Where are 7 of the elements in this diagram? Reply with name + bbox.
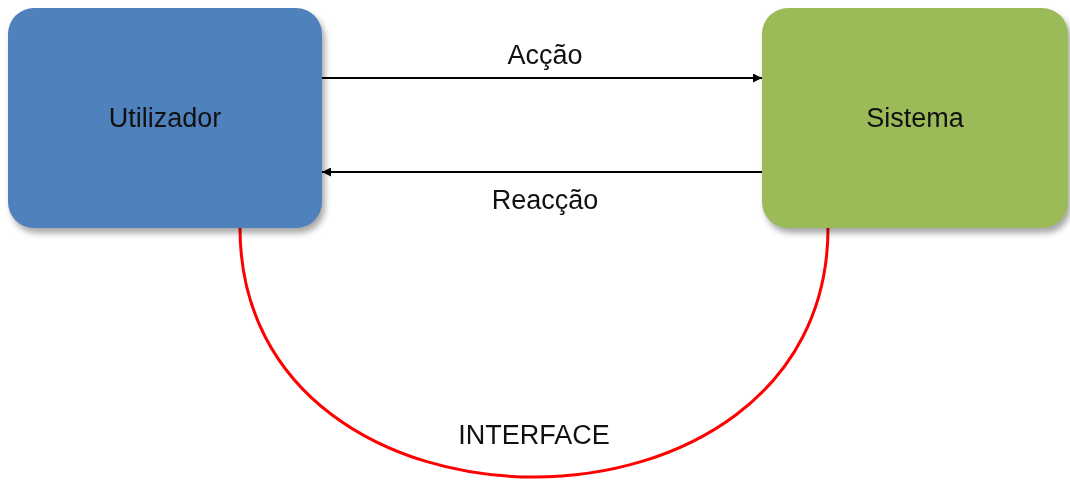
node-label: Utilizador [108, 102, 222, 134]
arrow [321, 73, 763, 83]
rounded-box [8, 8, 322, 228]
rounded-box [762, 8, 1068, 228]
interface-arc [238, 227, 830, 479]
node-label: Sistema [866, 102, 964, 134]
arrow [321, 167, 763, 177]
